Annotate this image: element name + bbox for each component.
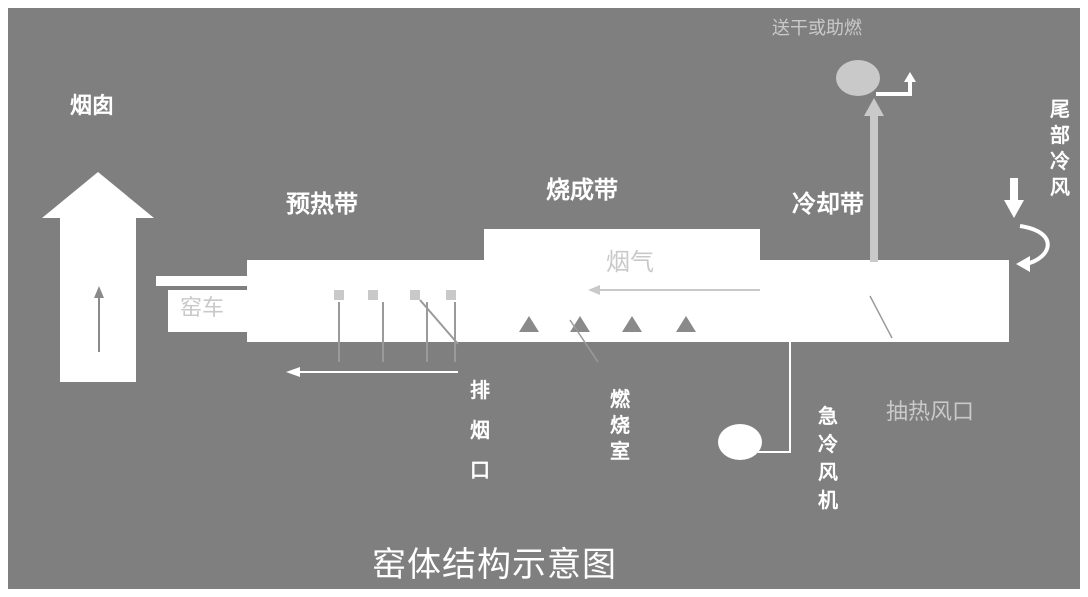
exhaust-vent [334,290,344,300]
exhaust-vent [368,290,378,300]
label-cooling-zone: 冷却带 [792,190,864,218]
exhaust-vent [410,290,420,300]
label-heat-extraction-port: 抽热风口 [886,400,975,425]
firing-zone-top [484,229,760,261]
quench-fan [718,424,762,460]
kiln-car-rail [156,276,248,286]
diagram-title: 窑体结构示意图 [372,545,617,585]
dryer-fan [836,60,880,96]
kiln-car [168,290,258,332]
burner-triangle [676,316,696,332]
burner-triangle [622,316,642,332]
label-quench-fan: 急冷风机 [818,404,838,512]
label-burner-chamber: 燃烧室 [610,387,630,463]
burner-triangle [519,316,539,332]
label-kiln-car: 窑车 [180,296,225,321]
label-preheat-zone: 预热带 [286,190,358,218]
tail-air-curve [1019,224,1050,266]
label-exhaust-port: 排烟口 [470,378,490,482]
exhaust-vent [446,290,456,300]
chimney-arrow [42,172,154,382]
label-to-dryer: 送干或助燃 [772,18,862,39]
label-flue-gas: 烟气 [606,248,654,276]
hot-air-pipe [870,112,878,262]
label-chimney: 烟囱 [70,94,115,119]
label-firing-zone: 烧成带 [546,176,618,204]
tail-air-arrow [1010,178,1018,202]
label-tail-cooling-air: 尾部冷风 [1050,97,1070,199]
